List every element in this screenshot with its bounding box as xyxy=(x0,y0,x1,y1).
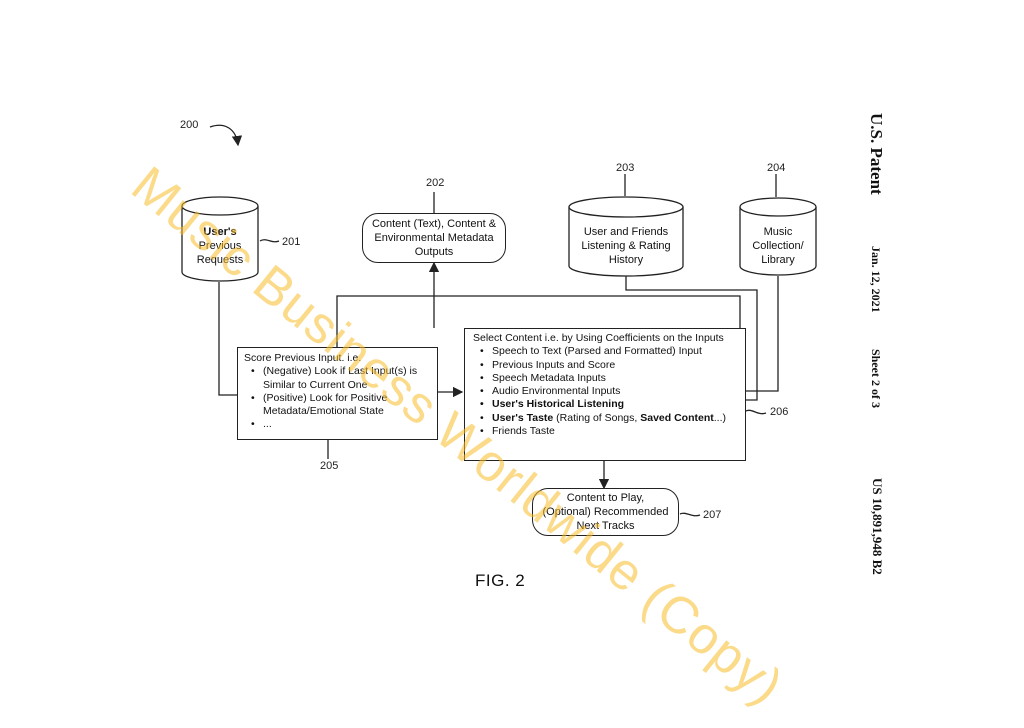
line-204 xyxy=(746,276,779,392)
node-206-title: Select Content i.e. by Using Coefficient… xyxy=(473,332,724,344)
node-201-line-2: Previous xyxy=(198,240,242,252)
node-205: Score Previous Input. i.e. (Negative) Lo… xyxy=(237,347,438,440)
node-207: Content to Play, (Optional) Recommended … xyxy=(532,488,679,536)
figure-label: FIG. 2 xyxy=(475,571,526,590)
node-204-line-2: Collection/ xyxy=(752,240,804,252)
node-202-line-1: Content (Text), Content & xyxy=(371,218,497,230)
node-203-label: User and Friends Listening & Rating Hist… xyxy=(569,225,683,267)
ref-207-leader xyxy=(679,512,701,517)
node-206-item-2: Previous Inputs and Score xyxy=(480,359,737,373)
node-206-list: Speech to Text (Parsed and Formatted) In… xyxy=(473,345,737,438)
cylinder-204-shape xyxy=(739,197,817,276)
node-203-line-1: User and Friends xyxy=(583,226,669,238)
node-202-label: Content (Text), Content & Environmental … xyxy=(372,217,496,259)
node-205-item-1: (Negative) Look if Last Input(s) is Simi… xyxy=(251,365,431,392)
node-203-line-3: History xyxy=(608,254,644,266)
ref-204: 204 xyxy=(767,162,786,174)
node-201-label: User's Previous Requests xyxy=(182,225,258,267)
patent-title: U.S. Patent xyxy=(867,113,886,195)
line-203 xyxy=(625,276,758,401)
node-206-item-7: Friends Taste xyxy=(480,425,737,439)
ref-202: 202 xyxy=(426,177,445,189)
patent-date: Jan. 12, 2021 xyxy=(869,246,883,313)
node-206: Select Content i.e. by Using Coefficient… xyxy=(464,328,746,461)
node-205-item-3: ... xyxy=(251,418,431,432)
patent-number: US 10,891,948 B2 xyxy=(870,478,885,575)
ref-200-leader xyxy=(209,124,243,147)
node-202-line-2: Environmental Metadata xyxy=(374,232,494,244)
node-207-label: Content to Play, (Optional) Recommended … xyxy=(543,491,669,533)
ref-201-leader xyxy=(259,239,280,243)
ref-206: 206 xyxy=(770,406,789,418)
node-206-item-3: Speech Metadata Inputs xyxy=(480,372,737,386)
node-202: Content (Text), Content & Environmental … xyxy=(362,213,506,263)
node-205-item-2: (Positive) Look for Positive Metadata/Em… xyxy=(251,392,431,419)
ref-205: 205 xyxy=(320,460,339,472)
node-204-label: Music Collection/ Library xyxy=(740,225,816,267)
node-207-line-1: Content to Play, xyxy=(566,492,645,504)
ref-201: 201 xyxy=(282,236,301,248)
node-207-line-2: (Optional) Recommended xyxy=(542,506,669,518)
node-204-line-1: Music xyxy=(763,226,793,238)
node-206-item-4: Audio Environmental Inputs xyxy=(480,385,737,399)
node-205-title: Score Previous Input. i.e. xyxy=(244,352,362,364)
patent-sheet: Sheet 2 of 3 xyxy=(869,349,883,408)
node-204-line-3: Library xyxy=(761,254,795,266)
node-201-line-3: Requests xyxy=(196,254,244,266)
node-207-line-3: Next Tracks xyxy=(576,520,635,532)
ref-203: 203 xyxy=(616,162,635,174)
ref-200: 200 xyxy=(180,119,199,131)
cylinder-201-shape xyxy=(181,196,259,282)
node-206-item-6-end: ...) xyxy=(713,411,726,424)
ref-207: 207 xyxy=(703,509,722,521)
node-206-item-5: User's Historical Listening xyxy=(480,398,737,412)
node-203-line-2: Listening & Rating xyxy=(581,240,671,252)
node-202-line-3: Outputs xyxy=(414,246,454,258)
node-206-item-6: User's Taste (Rating of Songs, Saved Con… xyxy=(480,411,737,426)
node-206-item-6-saved: Saved Content xyxy=(640,411,714,424)
node-206-item-6-rating: (Rating of Songs, xyxy=(553,411,641,424)
ref-206-leader xyxy=(745,409,767,415)
node-201-line-1: User's xyxy=(203,226,237,238)
node-206-item-6-bold: User's Taste xyxy=(492,411,554,424)
line-201-down xyxy=(218,282,237,396)
node-205-list: (Negative) Look if Last Input(s) is Simi… xyxy=(244,365,431,432)
node-206-item-1: Speech to Text (Parsed and Formatted) In… xyxy=(480,345,737,359)
cylinder-203-shape xyxy=(568,196,684,277)
